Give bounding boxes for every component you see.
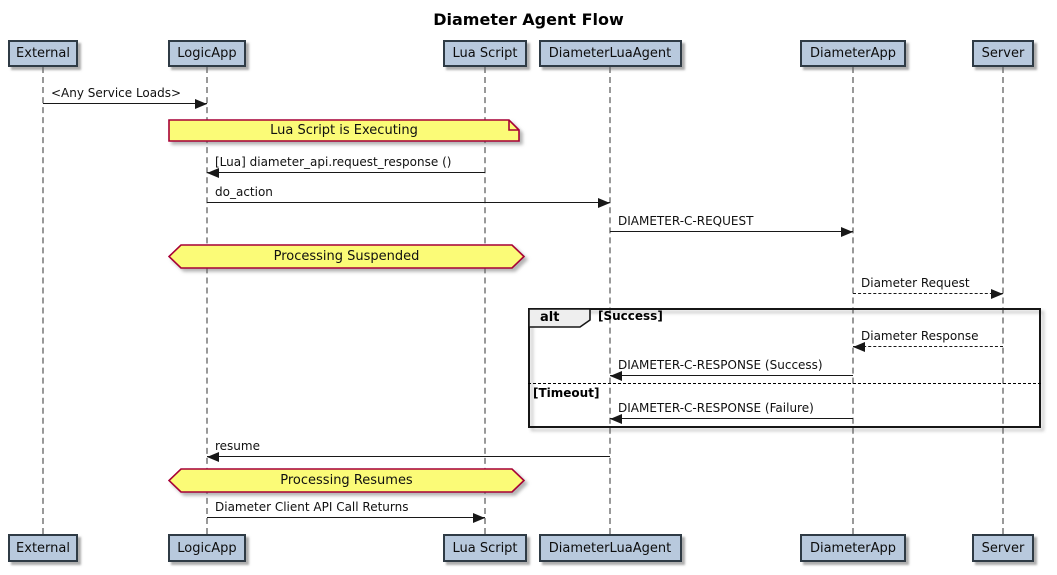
alt-fragment-divider	[528, 383, 1041, 384]
lifeline-lua-script	[484, 67, 486, 534]
message-label-resume: resume	[215, 439, 260, 453]
alt-guard-success: [Success]	[598, 309, 663, 323]
participant-lua-script-top: Lua Script	[443, 40, 527, 67]
participant-diameterluaagent-top: DiameterLuaAgent	[538, 40, 682, 67]
message-label-diameter-client-api-call-returns: Diameter Client API Call Returns	[215, 500, 409, 514]
message-line-diameter-client-api-call-returns	[207, 517, 485, 518]
message-label-lua-diameter-api-request-response: [Lua] diameter_api.request_response ()	[215, 155, 452, 169]
note-label: Processing Resumes	[280, 473, 413, 488]
diagram-title: Diameter Agent Flow	[433, 10, 624, 29]
message-line-diameter-c-response-failure	[610, 418, 853, 419]
arrowhead-icon	[610, 371, 622, 381]
participant-server-top: Server	[972, 40, 1034, 67]
arrowhead-icon	[207, 452, 219, 462]
arrowhead-icon	[473, 513, 485, 523]
message-label-diameter-c-request: DIAMETER-C-REQUEST	[618, 214, 754, 228]
arrowhead-icon	[598, 198, 610, 208]
lifeline-logicapp	[206, 67, 208, 534]
message-label-do-action: do_action	[215, 185, 273, 199]
participant-external-top: External	[8, 40, 78, 67]
arrowhead-icon	[991, 289, 1003, 299]
arrowhead-icon	[195, 99, 207, 109]
participant-server-bottom: Server	[972, 534, 1034, 562]
participant-diameterapp-top: DiameterApp	[800, 40, 906, 67]
pentagon-shape	[528, 308, 591, 328]
participant-lua-script-bottom: Lua Script	[443, 534, 527, 562]
note-shape	[168, 119, 520, 142]
note-label: Lua Script is Executing	[270, 123, 418, 138]
arrowhead-icon	[841, 227, 853, 237]
hexagon-note-processing-suspended: Processing Suspended	[167, 244, 526, 269]
message-line-resume	[207, 456, 610, 457]
participant-diameterapp-bottom: DiameterApp	[800, 534, 906, 562]
lifeline-diameterapp	[852, 67, 854, 534]
participant-logicapp-top: LogicApp	[168, 40, 246, 67]
participant-logicapp-bottom: LogicApp	[168, 534, 246, 562]
message-line-any-service-loads	[43, 103, 207, 104]
message-line-diameter-c-response-success	[610, 375, 853, 376]
participant-diameterluaagent-bottom: DiameterLuaAgent	[538, 534, 682, 562]
hexagon-shape	[167, 468, 526, 493]
arrowhead-icon	[853, 342, 865, 352]
message-label-diameter-response: Diameter Response	[861, 329, 979, 343]
message-line-do-action	[207, 202, 610, 203]
lifeline-server	[1002, 67, 1004, 534]
message-label-diameter-c-response-success: DIAMETER-C-RESPONSE (Success)	[618, 358, 823, 372]
message-label-any-service-loads: <Any Service Loads>	[51, 86, 182, 100]
participant-external-bottom: External	[8, 534, 78, 562]
arrowhead-icon	[610, 414, 622, 424]
hexagon-shape	[167, 244, 526, 269]
alt-fragment-label-shape	[528, 308, 592, 328]
alt-fragment-frame	[528, 308, 1041, 428]
message-line-diameter-c-request	[610, 231, 853, 232]
message-line-lua-diameter-api-request-response	[207, 172, 485, 173]
note-label: Processing Suspended	[273, 249, 420, 264]
alt-guard-timeout: [Timeout]	[533, 386, 600, 400]
message-line-diameter-request	[853, 293, 1003, 294]
note-lua-script-is-executing: Lua Script is Executing	[168, 119, 520, 142]
lifeline-diameterluaagent	[609, 67, 611, 534]
message-label-diameter-request: Diameter Request	[861, 276, 970, 290]
message-line-diameter-response	[853, 346, 1003, 347]
hexagon-note-processing-resumes: Processing Resumes	[167, 468, 526, 493]
lifeline-external	[42, 67, 44, 534]
alt-fragment-operator: alt	[540, 310, 560, 325]
message-label-diameter-c-response-failure: DIAMETER-C-RESPONSE (Failure)	[618, 401, 814, 415]
arrowhead-icon	[207, 168, 219, 178]
